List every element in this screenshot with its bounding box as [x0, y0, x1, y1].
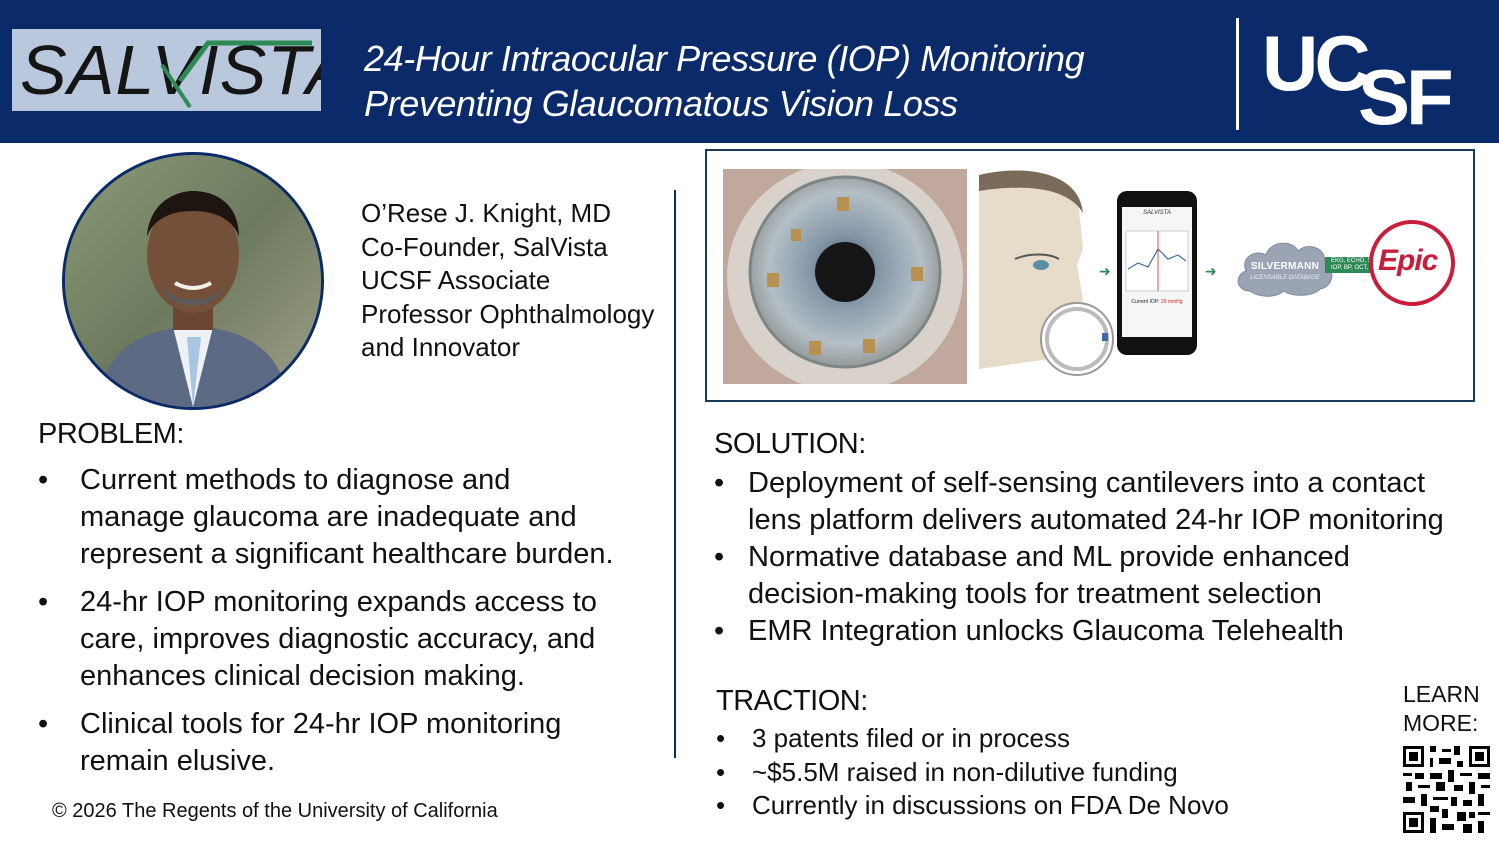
- solution-list: Deployment of self-sensing cantilevers i…: [714, 465, 1444, 650]
- solution-item: Deployment of self-sensing cantilevers i…: [714, 465, 1444, 539]
- data-exchange-line: IOP, BP, OCT, VF: [1331, 265, 1378, 271]
- column-divider: [674, 190, 676, 758]
- problem-item: Current methods to diagnose and manage g…: [38, 462, 614, 573]
- problem-item: Clinical tools for 24-hr IOP monitoring …: [38, 706, 614, 780]
- face-with-lens-illustration: [979, 169, 1119, 391]
- database-subtitle: LICENSABLE DATABASE: [1250, 275, 1320, 281]
- solution-heading: SOLUTION:: [714, 428, 866, 460]
- traction-item: 3 patents filed or in process: [716, 722, 1229, 756]
- portrait-photo: [62, 152, 324, 410]
- logo-swoosh-icon: [160, 40, 312, 109]
- ucsf-logo-sf: SF: [1358, 53, 1451, 128]
- problem-list: Current methods to diagnose and manage g…: [38, 462, 614, 791]
- data-exchange-labels: EKG, ECHO, SLEEP IOP, BP, OCT, VF: [1331, 258, 1387, 272]
- header-divider: [1236, 18, 1239, 130]
- epic-logo-ring: [1369, 220, 1455, 306]
- page-title: 24-Hour Intraocular Pressure (IOP) Monit…: [364, 36, 1085, 126]
- solution-item-line: decision-making tools for treatment sele…: [748, 578, 1322, 610]
- problem-item-line: manage glaucoma are inadequate and: [80, 501, 577, 533]
- presenter-role: Co-Founder, SalVista: [361, 231, 608, 262]
- presenter-info: O’Rese J. Knight, MD Co-Founder, SalVist…: [361, 197, 654, 365]
- learn-more-line: LEARN: [1403, 681, 1480, 707]
- traction-item: Currently in discussions on FDA De Novo: [716, 789, 1229, 823]
- solution-item: EMR Integration unlocks Glaucoma Telehea…: [714, 613, 1444, 650]
- traction-heading: TRACTION:: [716, 685, 868, 717]
- problem-item-line: represent a significant healthcare burde…: [80, 538, 614, 570]
- copyright-notice: © 2026 The Regents of the University of …: [52, 800, 498, 822]
- phone-app-brand: SALVISTA: [1143, 210, 1171, 216]
- problem-heading: PROBLEM:: [38, 418, 184, 450]
- device-workflow-figure: ➜ SALVISTA Current IOP: 29 mmHg ➜ SILVER…: [705, 149, 1475, 402]
- salvista-logo: SALVISTA: [12, 29, 321, 111]
- eye-contact-lens-photo: [723, 169, 967, 384]
- cloud-database-icon: [1237, 242, 1333, 297]
- qr-code-icon[interactable]: [1403, 746, 1490, 833]
- learn-more-label: LEARN MORE:: [1403, 680, 1480, 738]
- ucsf-logo-uc: UC: [1262, 24, 1369, 107]
- title-line-2: Preventing Glaucomatous Vision Loss: [364, 83, 958, 124]
- ucsf-logo: UC SF: [1262, 24, 1455, 128]
- problem-item-line: Current methods to diagnose and: [80, 464, 511, 496]
- title-line-1: 24-Hour Intraocular Pressure (IOP) Monit…: [364, 38, 1085, 79]
- problem-item: 24-hr IOP monitoring expands access to c…: [38, 584, 614, 695]
- epic-logo: Epic: [1378, 244, 1438, 277]
- solution-item-line: Normative database and ML provide enhanc…: [748, 541, 1350, 573]
- traction-list: 3 patents filed or in process ~$5.5M rai…: [716, 722, 1229, 823]
- phone-iop-label: Current IOP:: [1131, 299, 1160, 305]
- problem-item-line: 24-hr IOP monitoring expands access to: [80, 586, 597, 618]
- solution-item-line: EMR Integration unlocks Glaucoma Telehea…: [748, 615, 1344, 647]
- iop-trend-chart-icon: [1125, 230, 1189, 292]
- arrow-icon: ➜: [1205, 263, 1217, 279]
- database-name: SILVERMANN: [1250, 261, 1320, 272]
- presenter-affiliation-line: and Innovator: [361, 332, 521, 362]
- phone-iop-value: 29 mmHg: [1160, 299, 1183, 305]
- presenter-name: O’Rese J. Knight, MD: [361, 198, 611, 228]
- problem-item-line: care, improves diagnostic accuracy, and: [80, 623, 596, 655]
- problem-item-line: remain elusive.: [80, 745, 276, 777]
- solution-item-line: Deployment of self-sensing cantilevers i…: [748, 467, 1426, 499]
- presenter-affiliation-line: Professor Ophthalmology: [361, 298, 655, 329]
- traction-item: ~$5.5M raised in non-dilutive funding: [716, 756, 1229, 790]
- problem-item-line: enhances clinical decision making.: [80, 660, 525, 692]
- solution-item: Normative database and ML provide enhanc…: [714, 539, 1444, 613]
- problem-item-line: Clinical tools for 24-hr IOP monitoring: [80, 708, 562, 740]
- solution-item-line: lens platform delivers automated 24-hr I…: [748, 504, 1444, 536]
- phone-screen: SALVISTA Current IOP: 29 mmHg: [1122, 207, 1192, 337]
- phone-iop-reading: Current IOP: 29 mmHg: [1122, 299, 1192, 305]
- data-exchange-line: EKG, ECHO, SLEEP: [1331, 258, 1388, 264]
- smartphone-app-mockup: SALVISTA Current IOP: 29 mmHg: [1117, 191, 1197, 355]
- header-banner: SALVISTA 24-Hour Intraocular Pressure (I…: [0, 0, 1499, 143]
- learn-more-line: MORE:: [1403, 710, 1479, 736]
- presenter-affiliation-line: UCSF Associate: [361, 265, 551, 295]
- arrow-icon: ➜: [1099, 263, 1111, 279]
